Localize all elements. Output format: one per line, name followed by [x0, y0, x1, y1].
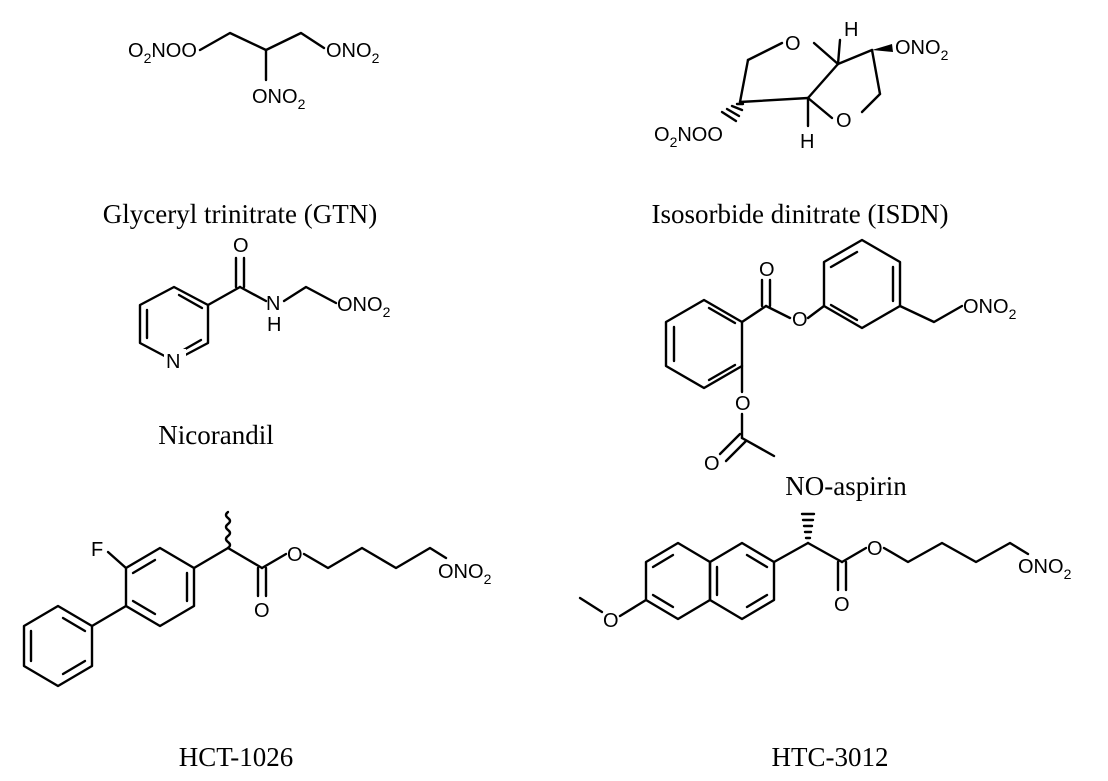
no-aspirin-carbonyl-oxygen: O: [759, 259, 775, 281]
structure-hct-1026: F O O ONO2: [22, 510, 492, 688]
hct-biaryl-bond: [90, 604, 128, 628]
nicorandil-bond: [206, 285, 242, 307]
nicorandil-amide-hydrogen: H: [267, 314, 281, 336]
no-aspirin-double-bond: [829, 303, 859, 322]
hct-phenyl-ring: [22, 604, 94, 688]
hct-bond: [192, 546, 230, 570]
structure-gtn: O2NOO ONO2 ONO2: [128, 31, 380, 112]
htc-ester-oxygen: O: [867, 538, 883, 560]
hct-butyl-chain: [302, 546, 448, 570]
caption-no-aspirin: NO-aspirin: [785, 471, 907, 501]
no-aspirin-chain-bond: [898, 304, 964, 324]
structure-nicorandil: N O N H ONO2: [138, 235, 391, 373]
isdn-h-top: H: [844, 19, 858, 41]
nicorandil-bond: [238, 285, 268, 303]
hct-fluorophenyl-ring: [124, 546, 196, 628]
isdn-bond: [870, 48, 882, 96]
isdn-bond: [806, 96, 834, 120]
structure-isdn: O O H H ONO2 O2NOO: [654, 19, 949, 153]
no-aspirin-bond: [740, 304, 768, 324]
isdn-bond: [812, 41, 840, 66]
no-aspirin-acetoxy-oxygen: O: [735, 393, 751, 415]
gtn-backbone-bond: [198, 31, 326, 52]
htc-naphthalene-right-ring: [708, 541, 776, 621]
nicorandil-chain-bond: [282, 285, 338, 305]
gtn-o2no-left: O2NOO: [128, 40, 197, 66]
hct-fluorine: F: [91, 539, 103, 561]
hct-double-bond: [61, 616, 87, 633]
no-aspirin-acetyl-carbonyl-bond: [718, 432, 742, 456]
htc-bond: [772, 541, 810, 564]
hct-ono2: ONO2: [438, 561, 492, 587]
isdn-h-bottom: H: [800, 131, 814, 153]
hct-wavy-methyl-bond: [224, 510, 232, 550]
caption-nicorandil: Nicorandil: [158, 420, 273, 450]
caption-isdn: Isosorbide dinitrate (ISDN): [652, 199, 949, 229]
isdn-wedge-bond: [872, 44, 893, 52]
htc-butyl-chain: [882, 541, 1030, 564]
isdn-ono2: ONO2: [895, 37, 949, 63]
htc-bond: [806, 541, 844, 564]
isdn-bond: [738, 96, 810, 104]
htc-ono2: ONO2: [1018, 556, 1072, 582]
nicorandil-carbonyl-oxygen: O: [233, 235, 249, 257]
isdn-o2no: O2NOO: [654, 124, 723, 150]
no-aspirin-acetyl-carbonyl-bond: [724, 439, 748, 463]
no-aspirin-bond: [806, 304, 826, 320]
hct-double-bond: [61, 659, 87, 676]
no-aspirin-double-bond: [707, 306, 737, 325]
nicorandil-amide-nitrogen: N: [266, 293, 280, 315]
no-aspirin-double-bond: [707, 363, 737, 382]
hct-bond: [226, 546, 264, 570]
isdn-ring-oxygen-top: O: [785, 33, 801, 55]
gtn-ono2-bottom: ONO2: [252, 86, 306, 112]
no-aspirin-benzene-right: [822, 238, 902, 330]
nicorandil-ring-nitrogen: N: [166, 351, 180, 373]
isdn-bond: [806, 62, 840, 100]
isdn-bond: [738, 58, 750, 104]
htc-methoxy-oxygen: O: [603, 610, 619, 632]
htc-double-bond: [651, 593, 675, 609]
isdn-bond: [746, 41, 784, 62]
gtn-ono2-right: ONO2: [326, 40, 380, 66]
nicorandil-ring-double-bond: [177, 293, 204, 310]
caption-gtn: Glyceryl trinitrate (GTN): [103, 199, 377, 229]
no-aspirin-ono2: ONO2: [963, 296, 1017, 322]
structure-no-aspirin: O O O O ONO2: [664, 238, 1017, 475]
no-aspirin-double-bond: [829, 250, 859, 269]
hct-bond: [260, 552, 288, 570]
htc-double-bond: [745, 553, 769, 569]
htc-double-bond: [745, 593, 769, 609]
no-aspirin-ester-oxygen: O: [792, 309, 808, 331]
hct-carbonyl-oxygen: O: [254, 600, 270, 622]
htc-naphthalene-left-ring: [644, 541, 712, 621]
nicorandil-n-mask: [164, 349, 186, 373]
structure-htc-3012: O O O ONO2: [578, 512, 1072, 632]
no-aspirin-methyl-bond: [740, 436, 776, 458]
hct-double-bond: [131, 558, 157, 575]
caption-hct-1026: HCT-1026: [179, 742, 294, 772]
caption-htc-3012: HTC-3012: [772, 742, 889, 772]
isdn-bond: [836, 48, 874, 66]
no-aspirin-benzene-left: [664, 298, 744, 390]
isdn-hashed-bond: [720, 102, 745, 123]
hct-ester-oxygen: O: [287, 544, 303, 566]
no-aspirin-bond: [764, 304, 792, 320]
hct-double-bond: [131, 599, 157, 616]
htc-carbonyl-oxygen: O: [834, 594, 850, 616]
htc-bond: [840, 546, 868, 564]
isdn-h-bond: [836, 38, 842, 66]
htc-methoxy-bond: [578, 596, 604, 614]
hct-fluorine-bond: [106, 550, 128, 570]
htc-double-bond: [651, 553, 675, 569]
isdn-ring-oxygen-bottom: O: [836, 110, 852, 132]
htc-methoxy-bond: [618, 598, 648, 618]
no-aspirin-acetyl-oxygen: O: [704, 453, 720, 475]
htc-hashed-methyl-bond: [800, 512, 816, 540]
nicorandil-ono2: ONO2: [337, 294, 391, 320]
isdn-bond: [860, 92, 882, 114]
